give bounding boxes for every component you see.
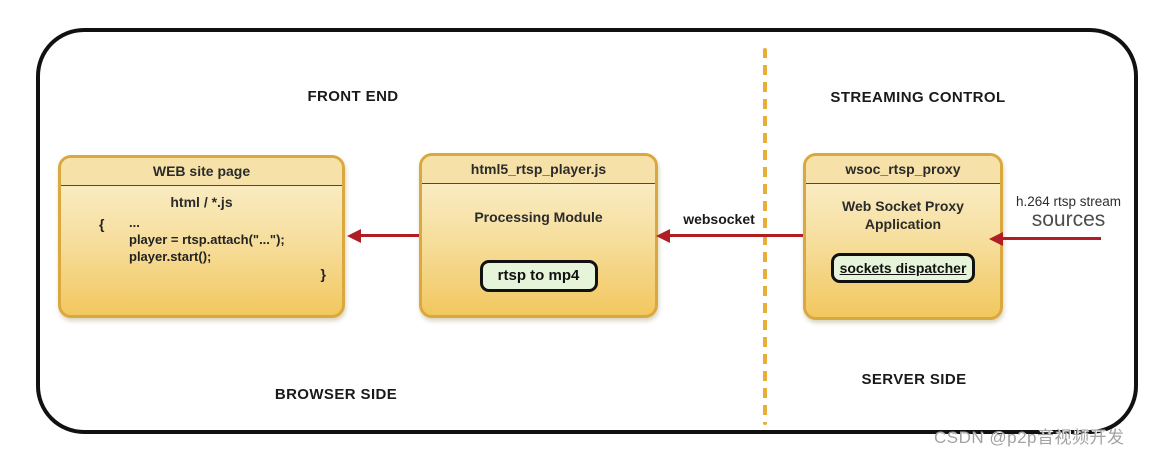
code-line: player = rtsp.attach("..."); xyxy=(129,232,285,247)
node-html5-rtsp-player: html5_rtsp_player.js Processing Module r… xyxy=(419,153,658,318)
websocket-edge-label: websocket xyxy=(683,211,755,227)
code-block: ... player = rtsp.attach("..."); player.… xyxy=(129,214,285,265)
region-label-streaming-control: STREAMING CONTROL xyxy=(830,89,1006,106)
node-wsoc-rtsp-proxy-title: wsoc_rtsp_proxy xyxy=(806,156,1000,184)
code-line: ... xyxy=(129,215,140,230)
region-label-front-end: FRONT END xyxy=(307,88,399,105)
region-label-server-side: SERVER SIDE xyxy=(861,371,967,388)
arrow-sources-to-proxy-head xyxy=(989,232,1003,246)
rtsp-sources-label-line2: sources xyxy=(1031,208,1106,231)
node-web-site-page-subtitle: html / *.js xyxy=(170,194,233,210)
node-wsoc-rtsp-proxy: wsoc_rtsp_proxy Web Socket Proxy Applica… xyxy=(803,153,1003,320)
rtsp-sources-label: h.264 rtsp stream sources xyxy=(1002,194,1135,231)
code-close-brace: } xyxy=(320,266,326,282)
code-open-brace: { xyxy=(99,216,105,232)
sockets-dispatcher-text: sockets dispatcher xyxy=(839,260,967,276)
code-line: player.start(); xyxy=(129,249,212,264)
node-web-site-page-title: WEB site page xyxy=(61,158,342,186)
arrow-player-to-webpage-line xyxy=(359,234,419,237)
node-html5-rtsp-player-title: html5_rtsp_player.js xyxy=(422,156,655,184)
badge-sockets-dispatcher: sockets dispatcher xyxy=(831,253,975,283)
arrow-sources-to-proxy-line xyxy=(1001,237,1101,240)
processing-module-label: Processing Module xyxy=(474,209,603,225)
web-socket-proxy-label: Web Socket Proxy Application xyxy=(806,197,1000,233)
arrow-player-to-webpage-head xyxy=(347,229,361,243)
arrow-proxy-to-player-head xyxy=(656,229,670,243)
rtsp-sources-label-line1: h.264 rtsp stream xyxy=(1015,194,1122,209)
arrow-proxy-to-player-line xyxy=(668,234,803,237)
region-label-browser-side: BROWSER SIDE xyxy=(274,386,398,403)
web-socket-proxy-label-line2: Application xyxy=(864,216,942,232)
badge-rtsp-to-mp4: rtsp to mp4 xyxy=(479,260,598,292)
node-web-site-page: WEB site page html / *.js { ... player =… xyxy=(58,155,345,318)
web-socket-proxy-label-line1: Web Socket Proxy xyxy=(842,198,964,214)
csdn-watermark: CSDN @p2p音视频开发 xyxy=(934,428,1125,447)
